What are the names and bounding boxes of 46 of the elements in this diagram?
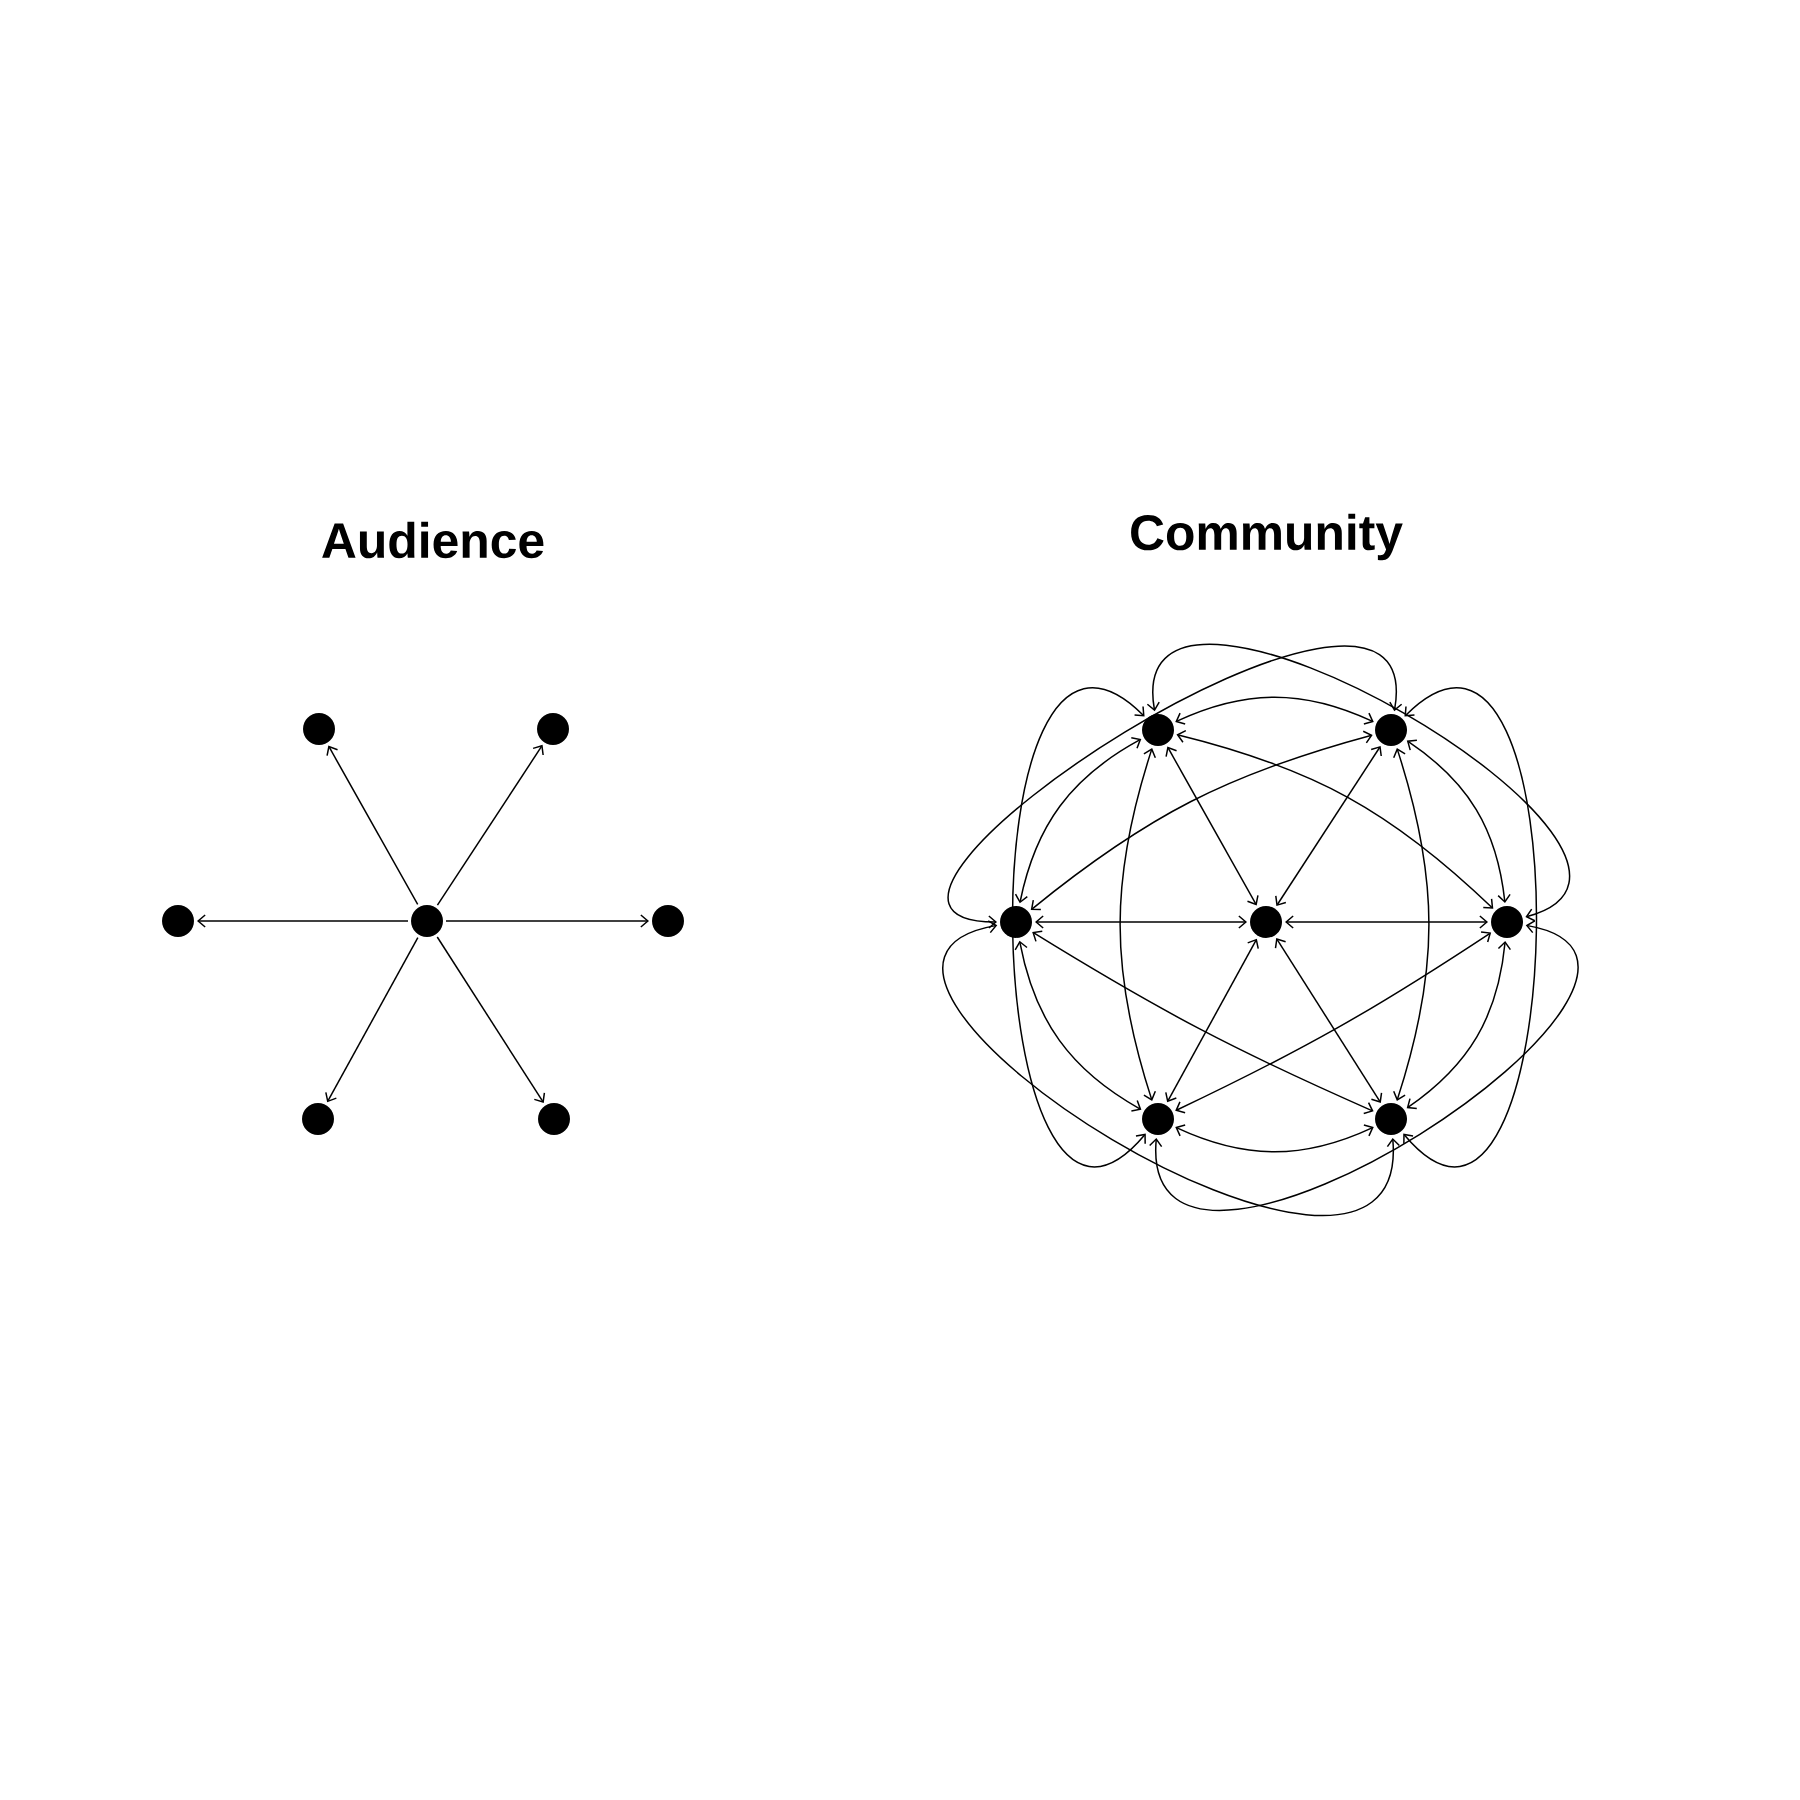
arrow: [1165, 938, 1259, 1103]
arrow: [942, 920, 1401, 1216]
arrow: [1176, 729, 1494, 909]
arrow: [1014, 736, 1142, 904]
arrow: [1175, 696, 1374, 725]
dot: [1491, 906, 1523, 938]
dot: [1142, 1103, 1174, 1135]
dot: [538, 1103, 570, 1135]
dot: [1250, 906, 1282, 938]
arrow: [436, 744, 544, 906]
dot: [1375, 1103, 1407, 1135]
arrow: [1030, 730, 1373, 911]
dot: [303, 713, 335, 745]
arrow: [1146, 644, 1570, 922]
arrow: [197, 914, 409, 928]
arrow: [1148, 920, 1579, 1211]
arrow: [1392, 748, 1430, 1101]
dot: [162, 905, 194, 937]
dot: [1142, 714, 1174, 746]
arrow: [1403, 688, 1538, 1166]
dot: [411, 905, 443, 937]
heading: Community: [1131, 513, 1403, 561]
arrow: [1175, 1124, 1374, 1153]
arrow: [948, 647, 1403, 929]
arrow: [1175, 931, 1492, 1114]
arrow: [1119, 748, 1157, 1101]
arrow: [1035, 915, 1247, 929]
arrow: [325, 936, 419, 1103]
dot: [652, 905, 684, 937]
arrow: [1011, 688, 1146, 1166]
arrow: [326, 745, 419, 906]
dot: [1000, 906, 1032, 938]
dot: [537, 713, 569, 745]
arrow: [1032, 930, 1374, 1115]
arrow: [1014, 940, 1142, 1112]
arrow: [1165, 746, 1259, 906]
arrow: [445, 914, 649, 928]
arrow: [1406, 940, 1512, 1110]
arrow: [1275, 745, 1382, 907]
arrow: [436, 936, 546, 1103]
dot: [1375, 714, 1407, 746]
dot: [302, 1103, 334, 1135]
heading: Audience: [322, 521, 544, 559]
arrow: [1274, 938, 1383, 1103]
arrow: [1406, 739, 1511, 904]
arrow: [1285, 915, 1488, 929]
